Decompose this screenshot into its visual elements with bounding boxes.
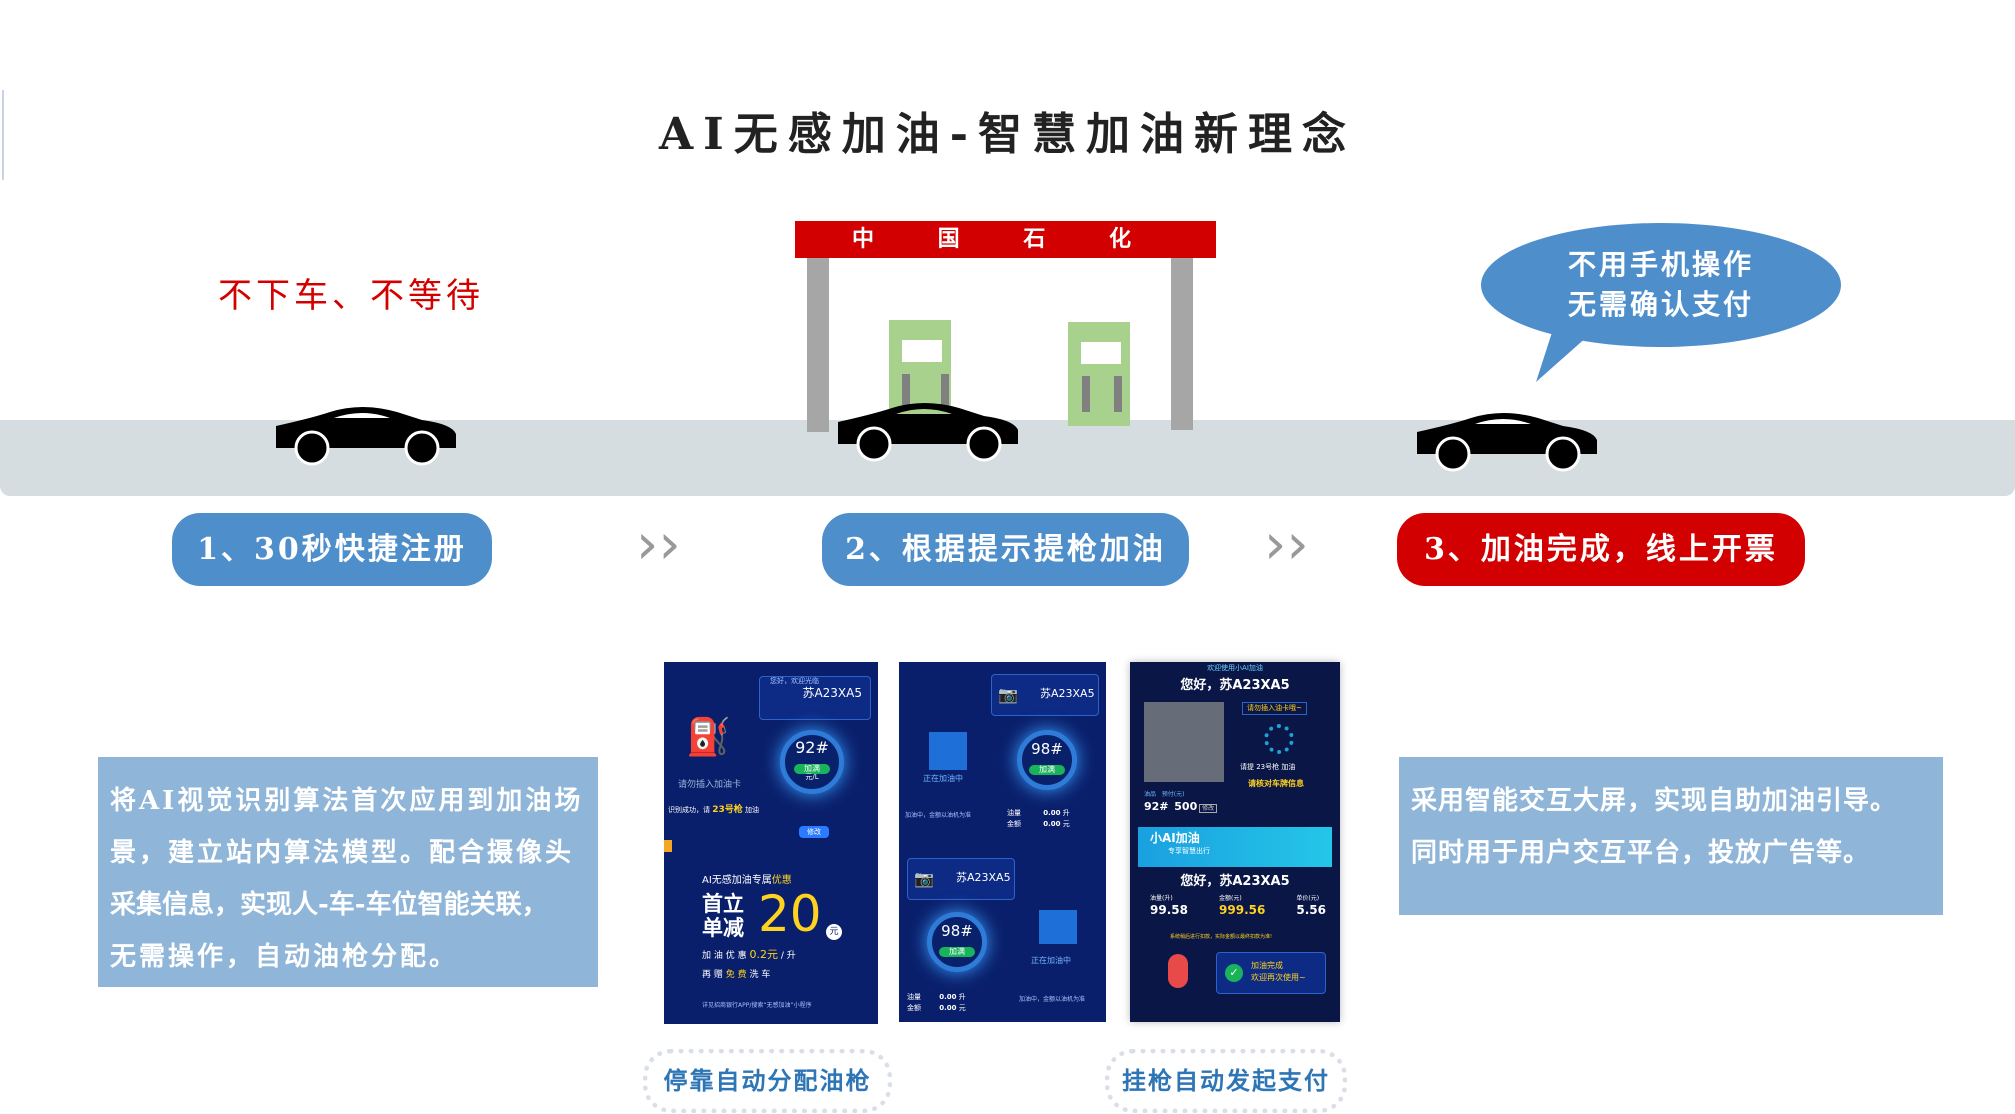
fuel-summary: 油量(升)99.58 金额(元)999.56 单价(元)5.56	[1150, 895, 1326, 917]
screenshot-phone-3: 欢迎使用小AI加油 您好，苏A23XA5 请勿插入油卡哦~ 请提 23号枪 加油…	[1130, 662, 1340, 1022]
bubble-line: 无需确认支付	[1567, 288, 1754, 321]
modify-button[interactable]: 修改	[1199, 804, 1218, 813]
mascot	[1168, 954, 1188, 988]
meter: 油量 0.00 升金额 0.00 元	[907, 993, 966, 1012]
step-1-pill: 1、30秒快捷注册	[172, 513, 492, 586]
done-card: ✓加油完成欢迎再次使用~	[1216, 952, 1326, 994]
station-canopy: 中 国 石 化	[795, 221, 1216, 258]
slogan: 不下车、不等待	[218, 276, 484, 316]
decor-line	[2, 90, 4, 180]
speech-bubble: 不用手机操作无需确认支付	[1481, 223, 1841, 347]
desc-line: 将AI视觉识别算法首次应用到加油场	[110, 786, 584, 816]
order-info: 油品 预付(元)92# 500 修改	[1144, 790, 1218, 814]
step-3-pill: 3、加油完成，线上开票	[1397, 513, 1805, 586]
gun-hint: 识别成功，请 23号枪 加油	[668, 805, 759, 815]
verify: 请核对车牌信息	[1248, 779, 1304, 788]
loading-ring	[1264, 724, 1294, 754]
greeting: 您好，欢迎光临	[770, 677, 819, 685]
plate-card: 📷苏A23XA5	[991, 674, 1099, 716]
car-icon	[838, 403, 1018, 462]
pillar-left	[807, 258, 829, 432]
desc-line: 无需操作，自动油枪分配。	[110, 942, 459, 972]
promo-footer: 详见招商银行APP/搜索“无感加油”小程序	[702, 1002, 812, 1009]
side-tab[interactable]	[664, 840, 672, 852]
greeting: 您好，苏A23XA5	[1180, 678, 1290, 693]
fuel-gauge: 98#加满	[1017, 730, 1077, 790]
check-icon: ✓	[1225, 964, 1243, 982]
screenshot-phone-2: 📷苏A23XA5 98#加满 正在加油中 加油中，金额以油机为准 油量 0.00…	[899, 662, 1106, 1022]
screenshot-phone-1: 您好，欢迎光临 苏A23XA5 ⛽ 92#加满元/L 请勿插入加油卡 识别成功，…	[664, 662, 878, 1024]
chevron-right-icon: ››	[1264, 512, 1309, 577]
desc-line: 同时用于用户交互平台，投放广告等。	[1411, 838, 1871, 868]
promo-title: AI无感加油专属优惠	[702, 875, 792, 886]
promo-line: 再 赠 免 费 洗 车	[702, 970, 771, 980]
top-banner: 欢迎使用小AI加油	[1207, 664, 1263, 672]
pump-icon	[929, 732, 967, 770]
notice: 加油中，金额以油机为准	[905, 812, 972, 819]
hint: 请勿插入油卡哦~	[1242, 702, 1307, 715]
car-icon	[276, 407, 456, 466]
chevron-right-icon: ››	[636, 512, 681, 577]
plate-card: 📷苏A23XA5	[907, 858, 1015, 900]
desc-line: 采用智能交互大屏，实现自助加油引导。	[1411, 786, 1898, 816]
right-description: 采用智能交互大屏，实现自助加油引导。同时用于用户交互平台，投放广告等。	[1399, 757, 1943, 915]
modify-button[interactable]: 修改	[799, 826, 829, 838]
desc-line: 采集信息，实现人-车-车位智能关联，	[110, 890, 548, 920]
pillar-right	[1171, 258, 1193, 430]
camera-snapshot	[1144, 702, 1224, 782]
promo-amount: 20	[758, 885, 822, 943]
step-2-pill: 2、根据提示提枪加油	[822, 513, 1189, 586]
pump-icon	[1039, 910, 1077, 944]
plate-card: 您好，欢迎光临 苏A23XA5	[759, 676, 871, 720]
insert-hint: 请勿插入加油卡	[678, 780, 742, 790]
yuan-badge: 元	[826, 924, 842, 940]
caption-2: 挂枪自动发起支付	[1105, 1049, 1347, 1113]
status: 正在加油中	[923, 774, 963, 783]
gun-hint: 请提 23号枪 加油	[1240, 763, 1296, 771]
plate: 苏A23XA5	[802, 685, 862, 700]
car-icon	[1417, 413, 1597, 472]
ad-banner[interactable]: 小AI加油专享智慧出行	[1138, 827, 1332, 867]
promo-label: 首立单减	[702, 892, 744, 940]
caption-1: 停靠自动分配油枪	[643, 1049, 892, 1113]
camera-icon: 📷	[998, 685, 1018, 704]
page-title: AI无感加油-智慧加油新理念	[659, 109, 1356, 160]
note: 系统稍后进行扣款，实际金额以最终扣款为准!	[1170, 934, 1273, 940]
camera-icon: 📷	[914, 869, 934, 888]
fuel-nozzle-icon: ⛽	[686, 717, 731, 758]
desc-line: 景，建立站内算法模型。配合摄像头	[110, 838, 575, 868]
promo-line: 加 油 优 惠 0.2元 / 升	[702, 948, 796, 961]
meter: 油量 0.00 升金额 0.00 元	[1007, 809, 1070, 828]
bubble-line: 不用手机操作	[1567, 248, 1754, 281]
fuel-gauge: 98#加满	[927, 912, 987, 972]
left-description: 将AI视觉识别算法首次应用到加油场景，建立站内算法模型。配合摄像头采集信息，实现…	[98, 757, 598, 987]
fuel-pump	[1068, 322, 1130, 426]
fuel-gauge: 92#加满元/L	[780, 730, 844, 794]
